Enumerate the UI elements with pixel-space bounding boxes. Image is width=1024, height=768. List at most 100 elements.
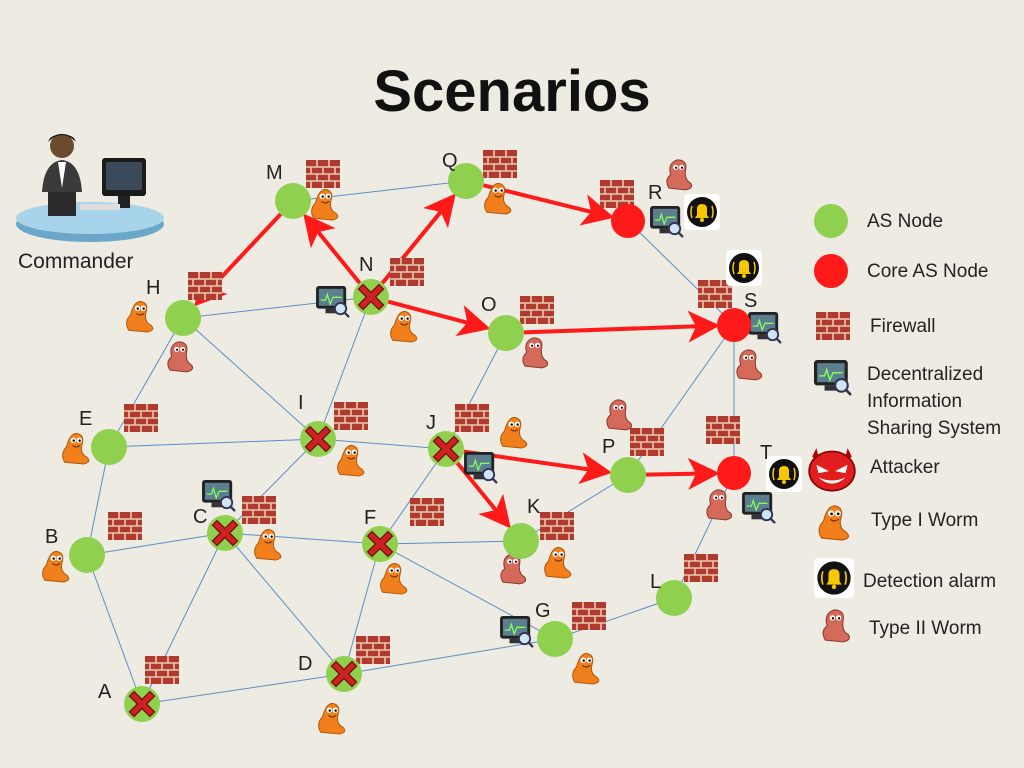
edge-line (224, 438, 319, 534)
firewall-icon (540, 512, 574, 540)
dis-system-icon (500, 616, 534, 648)
attacker-icon (808, 447, 856, 492)
node-label: K (527, 496, 541, 518)
edge-line (379, 540, 522, 545)
type-1-worm-icon (42, 550, 70, 583)
type-1-worm-icon (337, 444, 365, 477)
firewall-icon (600, 180, 634, 208)
node-label: H (146, 277, 160, 299)
edge-line (343, 543, 381, 675)
type-1-worm-icon (544, 546, 572, 579)
firewall-icon (572, 602, 606, 630)
firewall-icon (334, 402, 368, 430)
node-label: M (266, 162, 283, 184)
firewall-icon (520, 296, 554, 324)
type-2-worm-icon (167, 341, 194, 373)
attack-arrow (303, 213, 362, 285)
firewall-icon (630, 428, 664, 456)
firewall-icon (108, 512, 142, 540)
edge-line (224, 532, 345, 675)
firewall-icon (306, 160, 340, 188)
dis-system-icon (650, 206, 684, 238)
node-label: E (79, 408, 92, 430)
edge-line (317, 438, 447, 450)
edge-line (86, 554, 143, 705)
node-label: Q (442, 150, 458, 172)
node-label: T (760, 442, 772, 464)
type-1-worm-icon (500, 416, 528, 449)
node-label: F (364, 507, 376, 529)
legend-type-2-worm: Type II Worm (869, 618, 982, 639)
legend-icons (808, 204, 856, 643)
node-label: A (98, 681, 112, 703)
dis-system-icon (316, 286, 350, 318)
type-2-worm-icon (706, 489, 733, 521)
edge-line (141, 673, 345, 705)
commander-icon (16, 134, 164, 242)
commander-label: Commander (18, 250, 134, 273)
core-as-node-S (717, 308, 751, 342)
firewall-icon (706, 416, 740, 444)
core-as-node-T (717, 456, 751, 490)
detection-alarm-icon (814, 558, 854, 598)
as-node-icon (814, 204, 848, 238)
legend-detection-alarm: Detection alarm (863, 571, 997, 592)
edge-line (182, 317, 319, 440)
edge-line (379, 448, 447, 545)
node-label: B (45, 526, 58, 548)
edge-line (108, 438, 319, 448)
node-label: I (298, 392, 304, 414)
node-label: C (193, 506, 207, 528)
firewall-icon (483, 150, 517, 178)
arrow-layer (193, 183, 721, 529)
edge-line (86, 446, 110, 556)
node-label: O (481, 294, 497, 316)
legend-type-1-worm: Type I Worm (871, 510, 979, 531)
core-as-node-icon (814, 254, 848, 288)
type-1-worm-icon (572, 652, 600, 685)
as-node-Q (448, 163, 484, 199)
node-label: D (298, 653, 312, 675)
firewall-icon (684, 554, 718, 582)
as-node-P (610, 457, 646, 493)
legend-firewall: Firewall (870, 316, 936, 337)
node-label: L (650, 571, 661, 593)
as-node-K (503, 523, 539, 559)
type-1-worm-icon (311, 188, 339, 221)
firewall-icon (816, 312, 850, 340)
type-1-worm-icon (390, 310, 418, 343)
dis-system-icon (742, 492, 776, 524)
legend-as-node: AS Node (867, 211, 944, 232)
node-label: R (648, 182, 662, 204)
type-2-worm-icon (522, 337, 549, 369)
edge-line (224, 532, 381, 545)
firewall-icon (145, 656, 179, 684)
node-label: P (602, 436, 615, 458)
edge-line (317, 296, 372, 440)
core-as-node-R (611, 204, 645, 238)
legend-dis-system: Decentralized Information Sharing System (867, 364, 1002, 439)
dis-system-icon (748, 312, 782, 344)
edge-line (343, 638, 556, 675)
node-label: N (359, 254, 373, 276)
page-title: Scenarios (373, 59, 651, 124)
node-label: J (426, 412, 436, 434)
legend-attacker: Attacker (870, 457, 940, 478)
edge-line (108, 317, 184, 448)
as-node-E (91, 429, 127, 465)
type-2-worm-icon (606, 399, 633, 431)
type-1-worm-icon (126, 300, 154, 333)
type-2-worm-icon (822, 609, 851, 643)
node-label: G (535, 600, 551, 622)
firewall-icon (124, 404, 158, 432)
attack-arrow (387, 299, 491, 337)
as-node-H (165, 300, 201, 336)
type-1-worm-icon (318, 702, 346, 735)
legend-core-as-node: Core AS Node (867, 261, 989, 282)
firewall-icon (455, 404, 489, 432)
edge-line (520, 474, 629, 542)
as-node-M (275, 183, 311, 219)
detection-alarm-icon (684, 194, 720, 230)
